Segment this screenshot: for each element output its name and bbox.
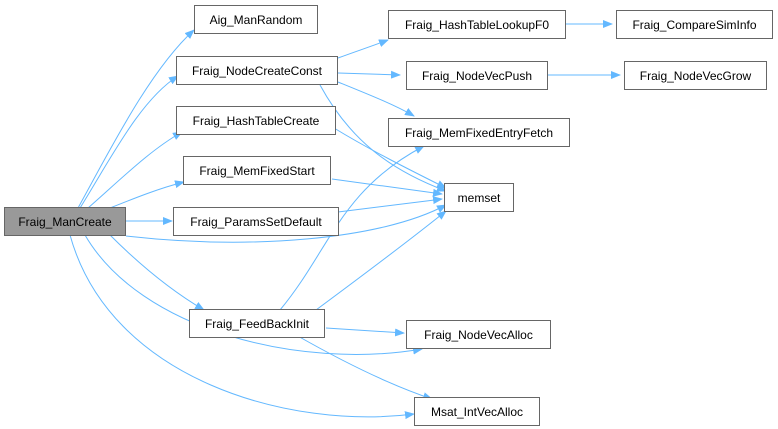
node-label: Fraig_NodeVecPush	[421, 68, 533, 83]
node-fraig-memfixedentryfetch[interactable]: Fraig_MemFixedEntryFetch	[388, 118, 570, 147]
edge-mancreate-msatintvecalloc	[69, 234, 415, 420]
edge-hashtablecreate-memset	[333, 127, 447, 189]
edge-mancreate-memset	[125, 204, 447, 243]
edge-mancreate-nodecreateconst	[79, 75, 179, 209]
edge-memfixedstart-memset	[331, 178, 443, 197]
edge-mancreate-memfixedstart	[109, 180, 185, 209]
node-fraig-comparesiminfo[interactable]: Fraig_CompareSimInfo	[616, 10, 773, 39]
edge-feedbackinit-nodevecalloc	[325, 327, 405, 337]
node-label: Fraig_ParamsSetDefault	[190, 214, 322, 229]
edge-feedbackinit-memset	[315, 210, 447, 311]
node-label: Fraig_NodeVecGrow	[639, 68, 752, 83]
edge-feedbackinit-memfixedentryfetch	[279, 145, 425, 311]
edge-mancreate-hashtablecreate	[87, 131, 183, 209]
node-fraig-hashtablelookupf0[interactable]: Fraig_HashTableLookupF0	[388, 10, 566, 39]
node-fraig-nodevecalloc[interactable]: Fraig_NodeVecAlloc	[406, 320, 551, 349]
node-fraig-mancreate: Fraig_ManCreate	[4, 207, 126, 236]
node-label: Fraig_MemFixedStart	[199, 163, 315, 178]
node-msat-intvecalloc[interactable]: Msat_IntVecAlloc	[414, 397, 540, 426]
edge-nodecreateconst-hashtablelookupf0	[337, 39, 389, 59]
node-label: Fraig_NodeVecAlloc	[424, 327, 533, 342]
node-label: Fraig_HashTableCreate	[192, 113, 320, 128]
edge-feedbackinit-msatintvecalloc	[295, 334, 433, 400]
node-label: Fraig_FeedBackInit	[204, 316, 310, 331]
edge-paramssetdefault-memset	[337, 196, 443, 213]
node-fraig-nodevecpush[interactable]: Fraig_NodeVecPush	[406, 61, 548, 90]
node-label: Fraig_MemFixedEntryFetch	[404, 125, 554, 140]
node-fraig-nodecreateconst[interactable]: Fraig_NodeCreateConst	[176, 56, 338, 85]
node-aig-manrandom[interactable]: Aig_ManRandom	[194, 5, 318, 34]
node-label: Fraig_HashTableLookupF0	[404, 17, 550, 32]
edge-nodecreateconst-memfixedentryfetch	[337, 81, 415, 117]
node-memset[interactable]: memset	[444, 183, 514, 212]
node-fraig-memfixedstart[interactable]: Fraig_MemFixedStart	[183, 156, 331, 185]
node-fraig-nodevecgrow[interactable]: Fraig_NodeVecGrow	[624, 61, 767, 90]
node-fraig-hashtablecreate[interactable]: Fraig_HashTableCreate	[176, 106, 336, 135]
node-label: Fraig_CompareSimInfo	[632, 17, 757, 32]
node-label: memset	[457, 190, 501, 205]
node-label: Aig_ManRandom	[209, 12, 303, 27]
edge-mancreate-aigmanrandom	[77, 29, 195, 209]
node-label: Fraig_NodeCreateConst	[191, 63, 323, 78]
node-label: Msat_IntVecAlloc	[430, 404, 524, 419]
node-fraig-feedbackinit[interactable]: Fraig_FeedBackInit	[189, 309, 325, 338]
node-label: Fraig_ManCreate	[18, 214, 112, 229]
edge-mancreate-feedbackinit	[109, 234, 205, 311]
edge-nodecreateconst-nodevecpush	[337, 70, 401, 79]
node-fraig-paramssetdefault[interactable]: Fraig_ParamsSetDefault	[173, 207, 339, 236]
